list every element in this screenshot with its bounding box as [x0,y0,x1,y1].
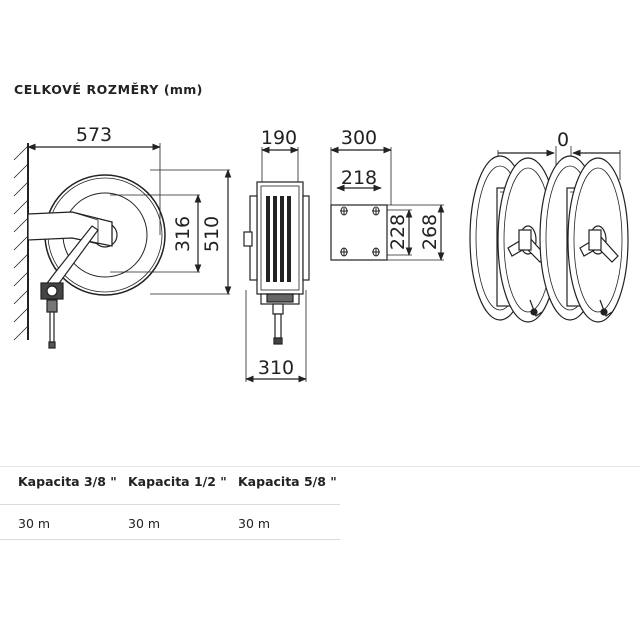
side-view [13,143,232,349]
dim-310: 310 [258,357,294,379]
front-view [243,146,310,383]
multi-reel-4 [567,157,629,323]
side-hose-fitting [40,282,64,349]
dim-510: 510 [201,216,223,252]
bracket-mounting-holes [340,206,380,257]
bracket-view [330,146,445,261]
wall-hatching [13,145,29,341]
capacity-value-5-8: 30 m [238,516,271,531]
section-title-text: CELKOVÉ ROZMĚRY [14,82,159,97]
capacity-table-bottom-border [0,539,340,540]
section-title-unit: (mm) [163,82,203,97]
capacity-header-5-8: Kapacita 5/8 " [238,474,337,489]
multi-reel-view [469,146,629,323]
front-hose-coils [266,196,291,282]
capacity-header-1-2: Kapacita 1/2 " [128,474,227,489]
dim-0: 0 [557,129,569,151]
dim-316: 316 [172,216,194,252]
dim-268: 268 [419,214,441,250]
capacity-header-3-8: Kapacita 3/8 " [18,474,117,489]
capacity-value-1-2: 30 m [128,516,161,531]
dim-190: 190 [261,127,297,149]
dim-218: 218 [341,167,377,189]
dim-300: 300 [341,127,377,149]
dim-228: 228 [387,214,409,250]
capacity-table-header-row [0,466,640,497]
section-title: CELKOVÉ ROZMĚRY (mm) [14,82,203,97]
technical-drawing: 573 316 510 190 310 [13,124,629,383]
capacity-value-3-8: 30 m [18,516,51,531]
capacity-table-divider [0,504,340,505]
dim-573: 573 [76,124,112,146]
